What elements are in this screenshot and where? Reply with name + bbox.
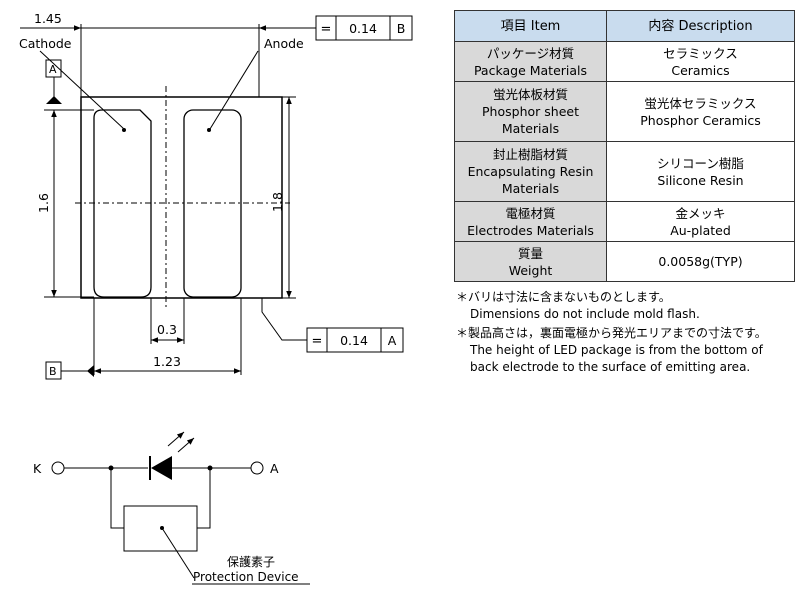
- tolerance-top-symbol: =: [321, 22, 332, 37]
- terminal-k-label: K: [33, 461, 42, 476]
- desc-en: Ceramics: [671, 62, 730, 78]
- desc-cell: 0.0058g(TYP): [606, 241, 795, 282]
- cathode-leader: [39, 50, 125, 130]
- datum-a-label: A: [49, 63, 57, 76]
- item-jp: パッケージ材質: [486, 45, 575, 61]
- anode-label: Anode: [264, 36, 304, 51]
- table-row: 質量 Weight 0.0058g(TYP): [454, 241, 795, 282]
- anode-leader: [209, 50, 259, 130]
- desc-en: Silicone Resin: [657, 172, 744, 188]
- table-header-row: 項目 Item 内容 Description: [454, 10, 795, 42]
- note-en: Dimensions do not include mold flash.: [470, 307, 700, 321]
- item-jp: 質量: [517, 245, 543, 261]
- terminal-a-label: A: [270, 461, 279, 476]
- dim-left-text: 1.6: [36, 193, 51, 213]
- desc-jp: 蛍光体セラミックス: [644, 95, 757, 111]
- note-jp: ＊製品高さは，裏面電極から発光エリアまでの寸法です。: [456, 326, 767, 340]
- table-row: 電極材質 Electrodes Materials 金メッキ Au-plated: [454, 201, 795, 242]
- item-jp: 電極材質: [505, 205, 556, 221]
- dim-top-text: 1.45: [34, 11, 62, 26]
- tolerance-top-value: 0.14: [349, 21, 377, 36]
- datum-b-label: B: [49, 365, 57, 378]
- item-en: Weight: [508, 262, 553, 278]
- header-item: 項目 Item: [454, 10, 607, 42]
- header-description: 内容 Description: [606, 10, 795, 42]
- tolerance-right-symbol: =: [312, 334, 323, 349]
- tolerance-right-value: 0.14: [340, 333, 368, 348]
- protection-leader: [161, 527, 195, 579]
- package-outline: [80, 96, 283, 299]
- desc-cell: 金メッキ Au-plated: [606, 201, 795, 242]
- tolerance-right-ref: A: [388, 333, 397, 348]
- item-cell: 質量 Weight: [454, 241, 607, 282]
- note-en: The height of LED package is from the bo…: [470, 343, 763, 357]
- desc-en: Phosphor Ceramics: [640, 112, 761, 128]
- note-jp: ＊バリは寸法に含まないものとします。: [456, 290, 671, 304]
- desc-cell: 蛍光体セラミックス Phosphor Ceramics: [606, 81, 795, 142]
- item-cell: 蛍光体板材質 Phosphor sheet Materials: [454, 81, 607, 142]
- item-en: Package Materials: [473, 62, 588, 78]
- desc-jp: セラミックス: [663, 45, 738, 61]
- table-row: 封止樹脂材質 Encapsulating Resin Materials シリコ…: [454, 141, 795, 202]
- note: ＊製品高さは，裏面電極から発光エリアまでの寸法です。 The height of…: [456, 325, 767, 376]
- item-cell: 電極材質 Electrodes Materials: [454, 201, 607, 242]
- datum-b-triangle: [87, 365, 94, 377]
- notes: ＊バリは寸法に含まないものとします。 Dimensions do not inc…: [456, 289, 767, 376]
- desc-cell: セラミックス Ceramics: [606, 41, 795, 82]
- table-row: パッケージ材質 Package Materials セラミックス Ceramic…: [454, 41, 795, 82]
- note: ＊バリは寸法に含まないものとします。 Dimensions do not inc…: [456, 289, 767, 323]
- dim-width-text: 1.23: [153, 354, 181, 369]
- item-cell: 封止樹脂材質 Encapsulating Resin Materials: [454, 141, 607, 202]
- diode-icon: [151, 456, 172, 480]
- dim-gap-text: 0.3: [157, 322, 177, 337]
- datum-a-triangle: [46, 96, 62, 104]
- item-en: Materials: [501, 121, 560, 136]
- table-row: 蛍光体板材質 Phosphor sheet Materials 蛍光体セラミック…: [454, 81, 795, 142]
- protection-label-en: Protection Device: [193, 570, 299, 584]
- terminal-k: [51, 461, 65, 475]
- item-en: Encapsulating Resin: [467, 164, 594, 179]
- item-jp: 蛍光体板材質: [492, 87, 568, 102]
- item-en: Materials: [501, 181, 560, 196]
- item-cell: パッケージ材質 Package Materials: [454, 41, 607, 82]
- desc-en: Au-plated: [670, 222, 731, 238]
- desc-jp: シリコーン樹脂: [657, 155, 744, 171]
- protection-label-jp: 保護素子: [227, 554, 275, 569]
- item-en: Electrodes Materials: [467, 222, 594, 238]
- spec-table: 項目 Item 内容 Description パッケージ材質 Package M…: [454, 10, 795, 282]
- tolerance-top-ref: B: [397, 21, 406, 36]
- item-jp: 封止樹脂材質: [492, 147, 568, 162]
- dim-right-text: 1.8: [270, 192, 285, 212]
- terminal-a: [250, 461, 264, 475]
- note-en: back electrode to the surface of emittin…: [470, 360, 751, 374]
- protection-device: [123, 505, 198, 552]
- desc-cell: シリコーン樹脂 Silicone Resin: [606, 141, 795, 202]
- cathode-pad: [93, 109, 152, 298]
- desc-en: 0.0058g(TYP): [658, 254, 743, 269]
- item-en: Phosphor sheet: [482, 104, 579, 119]
- desc-jp: 金メッキ: [675, 205, 726, 221]
- cathode-label: Cathode: [19, 36, 72, 51]
